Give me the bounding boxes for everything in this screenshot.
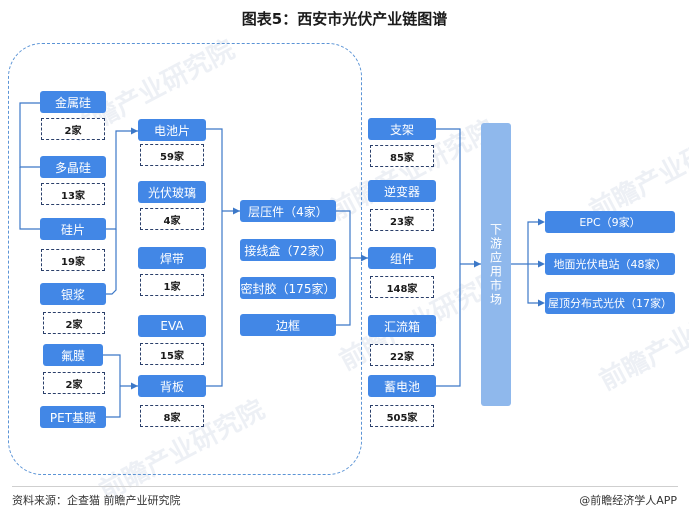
component-eva-count: 15家 — [140, 343, 204, 365]
component-cell: 电池片 — [138, 119, 206, 141]
downstream-ground-station: 地面光伏电站（48家） — [545, 253, 675, 275]
midstream-battery-count: 505家 — [370, 405, 434, 427]
midstream-combiner-box-count: 22家 — [370, 344, 434, 366]
midstream-inverter: 逆变器 — [368, 180, 436, 202]
midstream-module: 组件 — [368, 247, 436, 269]
component-ribbon-count: 1家 — [140, 274, 204, 296]
module-junction-box: 接线盒（72家） — [240, 239, 336, 261]
material-silver-paste: 银浆 — [40, 283, 106, 305]
footer-divider — [12, 486, 678, 487]
component-pv-glass: 光伏玻璃 — [138, 181, 206, 203]
component-pv-glass-count: 4家 — [140, 208, 204, 230]
midstream-bracket: 支架 — [368, 118, 436, 140]
midstream-combiner-box: 汇流箱 — [368, 315, 436, 337]
midstream-bracket-count: 85家 — [370, 145, 434, 167]
module-frame: 边框 — [240, 314, 336, 336]
page-title: 图表5：西安市光伏产业链图谱 — [241, 10, 448, 28]
material-metallic-silicon-count: 2家 — [41, 118, 105, 140]
source-note: 资料来源：企查猫 前瞻产业研究院 — [12, 494, 181, 507]
module-sealant: 密封胶（175家） — [240, 277, 336, 299]
downstream-rooftop-pv: 屋顶分布式光伏（17家） — [545, 292, 675, 314]
material-wafer-count: 19家 — [41, 249, 105, 271]
material-silver-paste-count: 2家 — [43, 312, 105, 334]
downstream-market: 下游应用市场 — [481, 123, 511, 406]
material-wafer: 硅片 — [40, 218, 106, 240]
component-ribbon: 焊带 — [138, 247, 206, 269]
component-backsheet-count: 8家 — [140, 405, 204, 427]
midstream-inverter-count: 23家 — [370, 209, 434, 231]
credit-note: @前瞻经济学人APP — [579, 494, 677, 507]
midstream-module-count: 148家 — [370, 276, 434, 298]
midstream-battery: 蓄电池 — [368, 375, 436, 397]
material-pet-film: PET基膜 — [40, 406, 106, 428]
material-polysilicon: 多晶硅 — [40, 156, 106, 178]
material-metallic-silicon: 金属硅 — [40, 91, 106, 113]
component-eva: EVA — [138, 315, 206, 337]
module-laminate: 层压件（4家） — [240, 200, 336, 222]
downstream-epc: EPC（9家） — [545, 211, 675, 233]
component-backsheet: 背板 — [138, 375, 206, 397]
component-cell-count: 59家 — [140, 144, 204, 166]
material-fluoride-film: 氟膜 — [43, 344, 103, 366]
material-fluoride-film-count: 2家 — [43, 372, 105, 394]
material-polysilicon-count: 13家 — [41, 183, 105, 205]
